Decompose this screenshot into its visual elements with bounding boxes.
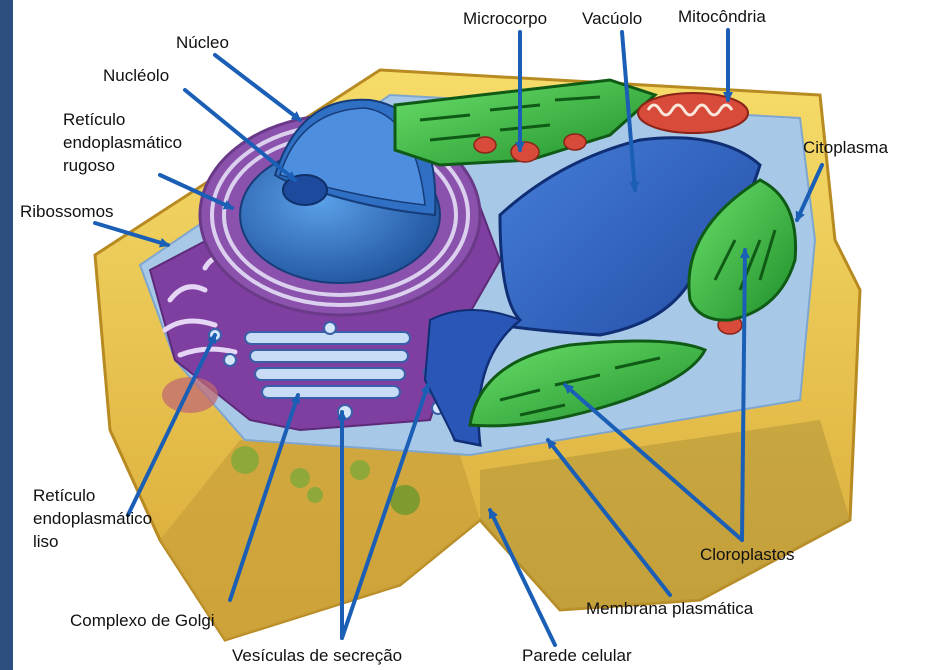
mitochondrion [638, 93, 748, 133]
label-microcorpo: Microcorpo [463, 7, 547, 30]
label-nucleolo: Nucléolo [103, 64, 169, 87]
label-membrana: Membrana plasmática [586, 597, 753, 620]
label-golgi: Complexo de Golgi [70, 609, 215, 632]
label-reticulo-liso: Retículo endoplasmático liso [33, 484, 152, 553]
label-nucleo: Núcleo [176, 31, 229, 54]
label-vesiculas: Vesículas de secreção [232, 644, 402, 667]
granule [350, 460, 370, 480]
granule [231, 446, 259, 474]
label-ribossomos: Ribossomos [20, 200, 114, 223]
pointer-nucleo [215, 55, 300, 120]
granule [290, 468, 310, 488]
label-cloroplastos: Cloroplastos [700, 543, 795, 566]
nucleolus [283, 175, 327, 205]
label-mitocondria: Mitocôndria [678, 5, 766, 28]
label-citoplasma: Citoplasma [803, 136, 888, 159]
label-parede: Parede celular [522, 644, 632, 667]
label-reticulo-rugoso: Retículo endoplasmático rugoso [63, 108, 182, 177]
label-vacuolo: Vacúolo [582, 7, 642, 30]
granule [307, 487, 323, 503]
